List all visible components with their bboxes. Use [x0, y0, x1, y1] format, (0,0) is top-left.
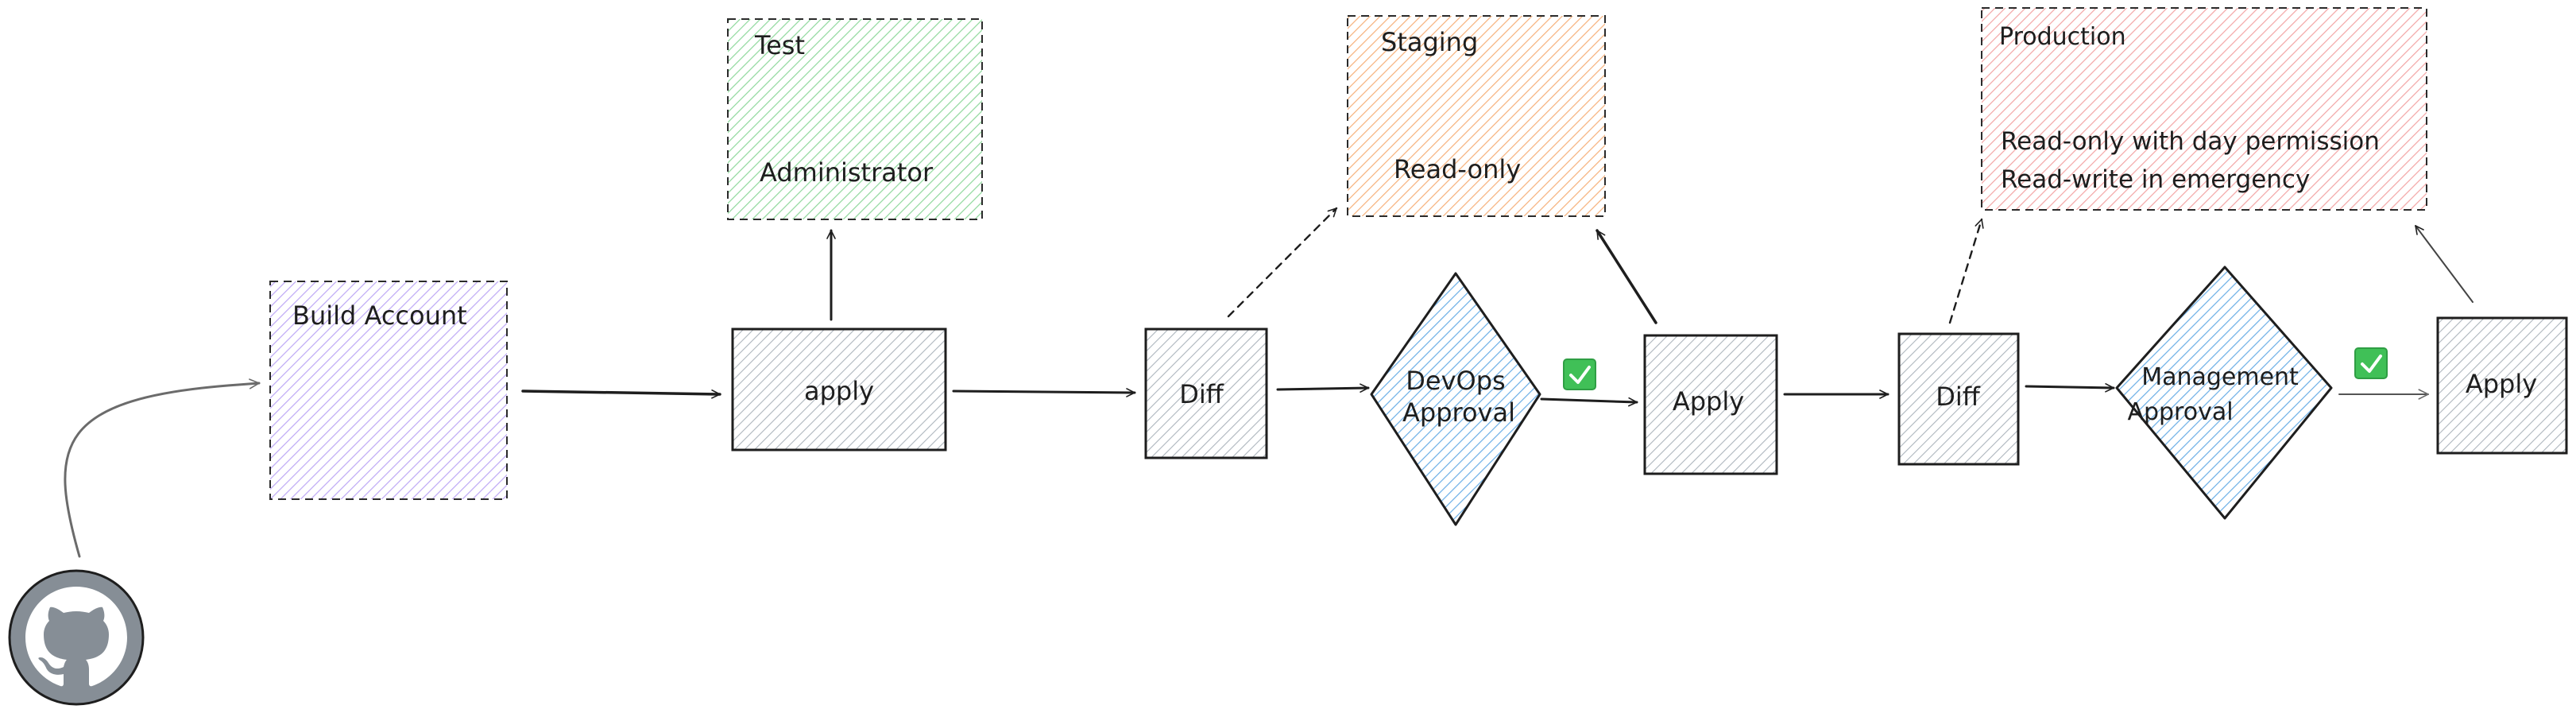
arrow-prod-diff-to-management: [2025, 383, 2115, 393]
management-approval-diamond: Management Approval: [2115, 265, 2333, 520]
arrow-diff-to-devops: [1276, 383, 1370, 393]
devops-approved-check-icon: [1563, 358, 1596, 390]
env-test-role: Administrator: [760, 157, 934, 188]
prod-diff-label: Diff: [1936, 382, 1981, 412]
prod-apply-label: Apply: [2466, 369, 2537, 399]
devops-approval-label-line1: DevOps: [1406, 366, 1505, 396]
management-approval-label-line1: Management: [2141, 363, 2299, 391]
devops-approval-label-line2: Approval: [1402, 397, 1515, 428]
env-production-role-line1: Read-only with day permission: [2001, 127, 2380, 156]
arrow-prod-diff-to-production: [1948, 218, 1984, 324]
staging-diff-step: Diff: [1144, 327, 1268, 459]
staging-apply-label: Apply: [1673, 386, 1744, 417]
arrow-github-to-build: [64, 378, 261, 558]
connector-arrows: [64, 207, 2474, 558]
env-production-title: Production: [1999, 23, 2126, 51]
management-approval-label-line2: Approval: [2127, 398, 2233, 426]
build-account-label: Build Account: [292, 300, 467, 331]
staging-diff-label: Diff: [1179, 379, 1224, 409]
env-production-role-line2: Read-write in emergency: [2001, 165, 2310, 194]
test-apply-label: apply: [804, 376, 874, 406]
prod-apply-step: Apply: [2436, 316, 2568, 455]
env-staging-role: Read-only: [1394, 154, 1521, 184]
env-test-box: Test Administrator: [727, 18, 983, 220]
test-apply-step: apply: [731, 327, 947, 452]
arrow-apply-to-staging: [1595, 229, 1657, 324]
staging-apply-step: Apply: [1643, 334, 1778, 475]
env-staging-title: Staging: [1381, 27, 1478, 57]
management-approved-check-icon: [2354, 347, 2388, 379]
arrow-prod-apply-to-production: [2415, 225, 2474, 303]
arrow-apply-to-diff: [952, 388, 1136, 397]
arrow-devops-to-apply: [1540, 397, 1638, 407]
env-test-title: Test: [754, 30, 805, 60]
arrow-diff-to-staging: [1227, 207, 1338, 318]
build-account-box: Build Account: [269, 281, 508, 500]
env-staging-box: Staging Read-only: [1347, 15, 1606, 217]
arrow-build-to-apply: [521, 390, 721, 399]
prod-diff-step: Diff: [1897, 332, 2020, 466]
github-icon: [8, 569, 145, 706]
env-production-box: Production Read-only with day permission…: [1981, 7, 2427, 211]
devops-approval-diamond: DevOps Approval: [1370, 272, 1541, 526]
